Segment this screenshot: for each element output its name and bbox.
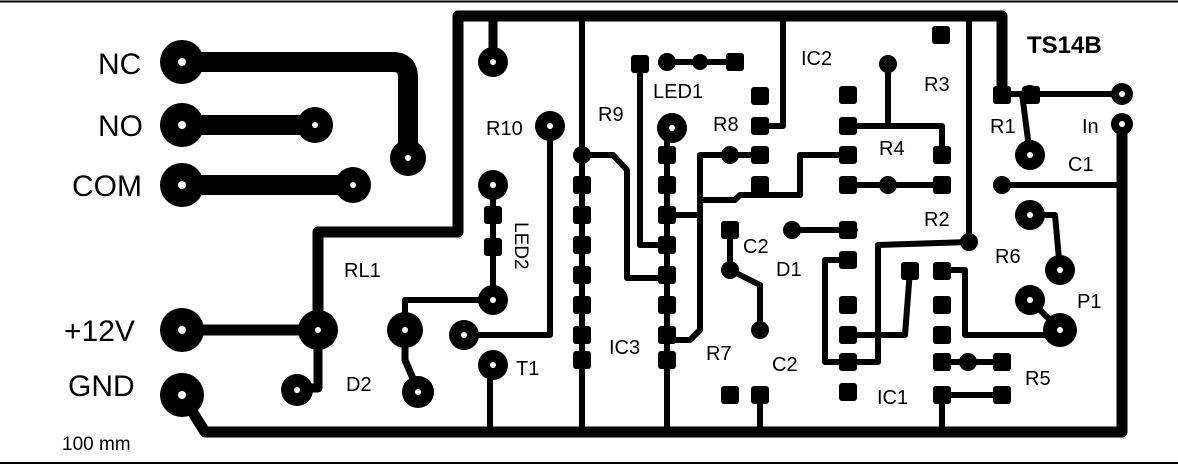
label-r10: R10 (486, 118, 523, 140)
label-led1: LED1 (653, 81, 703, 103)
label-r8: R8 (713, 114, 739, 136)
label-r9: R9 (598, 104, 624, 126)
label-d2: D2 (346, 374, 372, 396)
board-title: TS14B (1027, 32, 1102, 59)
trace-nc (172, 52, 418, 168)
label-r6: R6 (995, 246, 1021, 268)
connector-label-no: NO (98, 110, 143, 143)
label-c1: C1 (1068, 154, 1094, 176)
label-c2-top: C2 (743, 236, 769, 258)
trace-top-bus (312, 10, 1008, 336)
label-ic2: IC2 (801, 48, 832, 70)
drill-holes (178, 58, 1125, 399)
connector-label-nc: NC (98, 48, 141, 81)
scale-label: 100 mm (62, 434, 131, 455)
label-c2-bottom: C2 (772, 354, 798, 376)
label-r3: R3 (924, 74, 950, 96)
label-led2: LED2 (510, 222, 531, 270)
label-r4: R4 (879, 138, 905, 160)
label-r2: R2 (924, 209, 950, 231)
label-rl1: RL1 (344, 260, 381, 282)
label-p1: P1 (1077, 291, 1101, 313)
label-r7: R7 (706, 343, 732, 365)
copper-traces (172, 10, 1128, 438)
label-ic1: IC1 (877, 387, 908, 409)
label-r5: R5 (1025, 368, 1051, 390)
connector-label-gnd: GND (68, 370, 135, 403)
connector-label-com: COM (72, 170, 142, 203)
label-r1: R1 (990, 116, 1016, 138)
label-ic3: IC3 (609, 337, 640, 359)
connector-label-12v: +12V (64, 315, 135, 348)
label-t1: T1 (516, 358, 539, 380)
label-in: In (1082, 116, 1099, 138)
label-d1: D1 (776, 259, 802, 281)
square-pads (484, 26, 1040, 404)
